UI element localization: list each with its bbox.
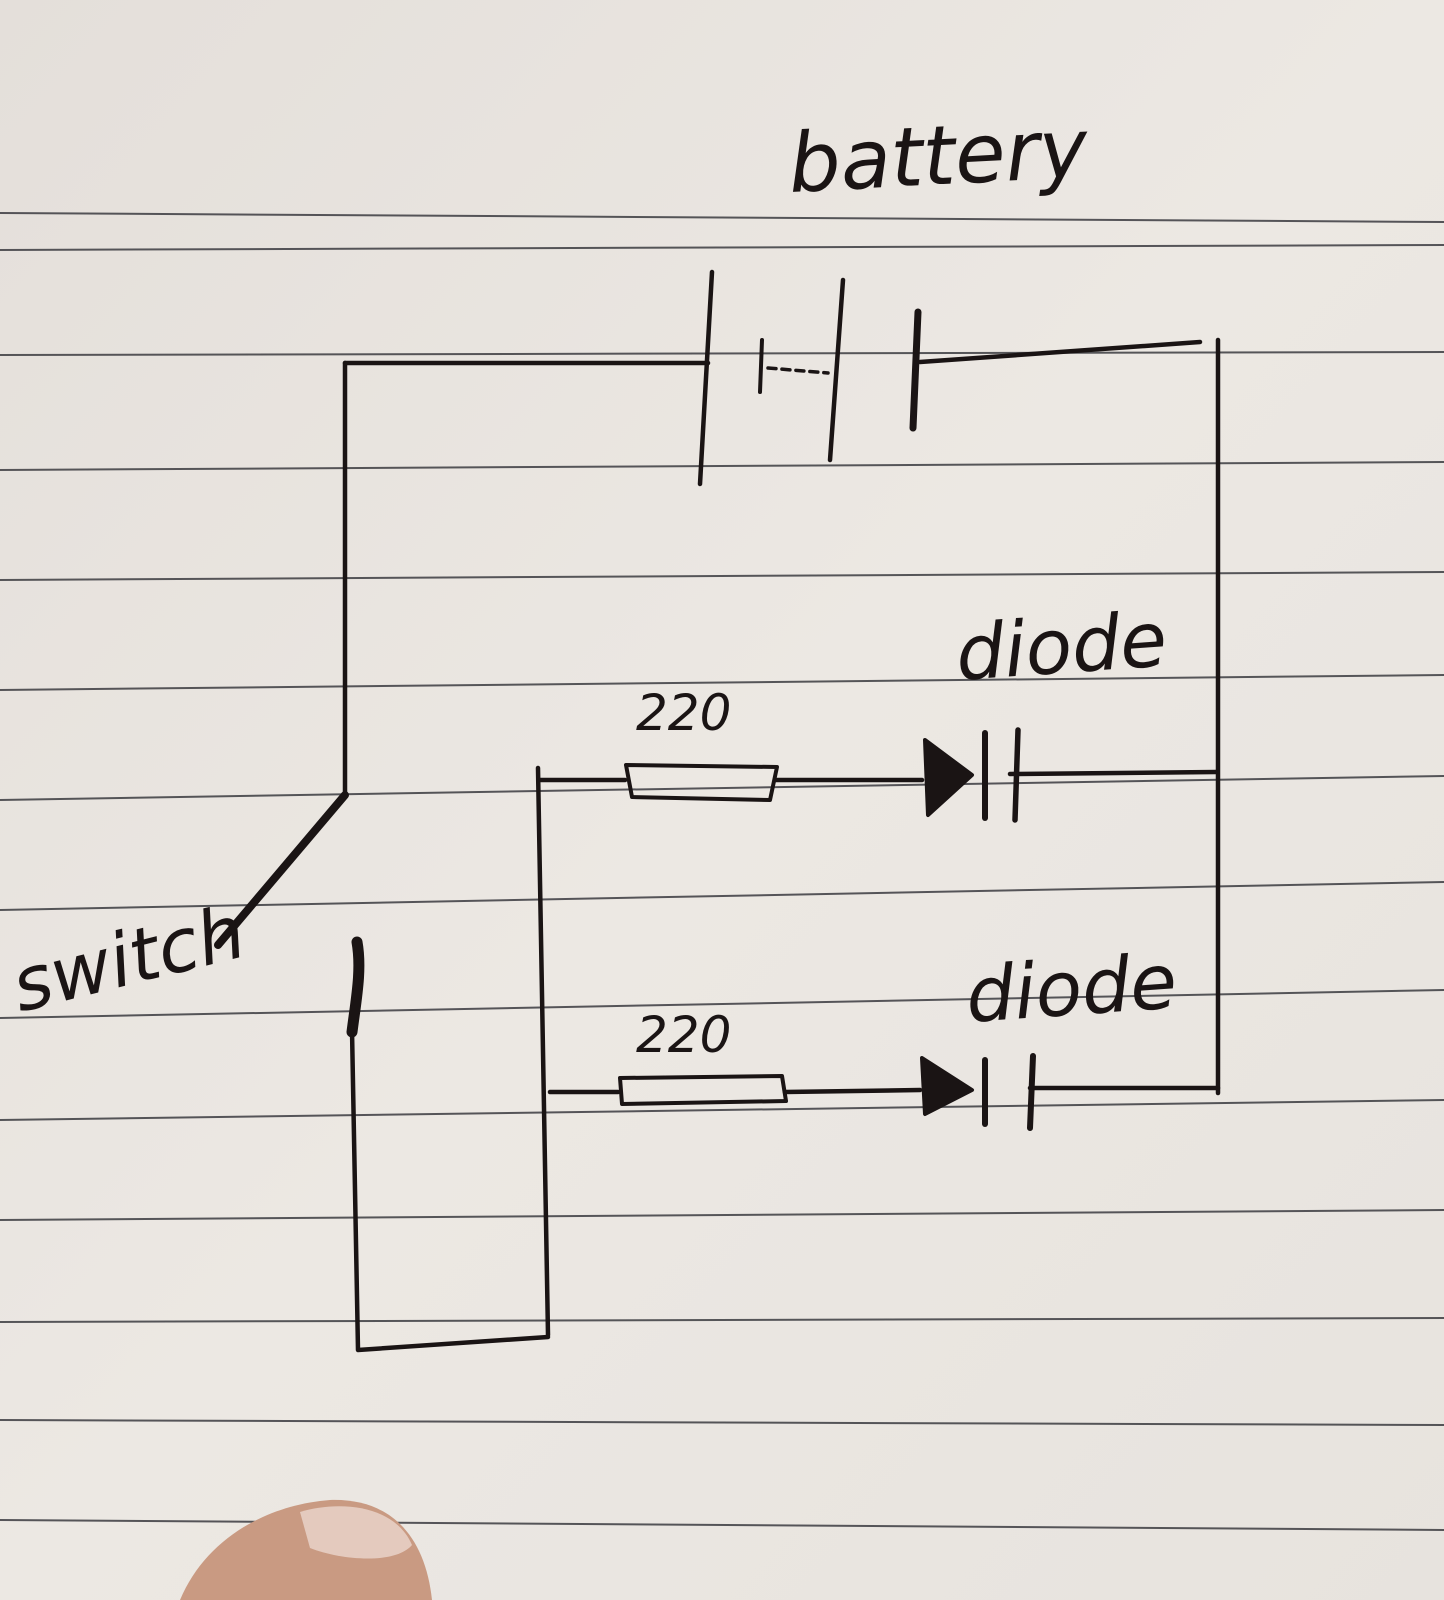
diode-top-label: diode: [953, 594, 1170, 697]
battery-long-plate-2: [827, 277, 846, 463]
ruled-line: [0, 1209, 1444, 1221]
diode-bottom-bar-2: [1027, 1053, 1036, 1131]
battery-symbol: [697, 269, 922, 487]
switch-lever: [214, 791, 349, 949]
battery-label: battery: [786, 101, 1091, 212]
battery-long-plate-1: [697, 269, 715, 487]
ruled-lines: [0, 212, 1444, 1531]
ruled-line: [0, 1317, 1444, 1323]
resistor-bottom-body: [618, 1074, 788, 1106]
ruled-line: [0, 1099, 1444, 1121]
ruled-line: [0, 244, 1444, 251]
wire-branch-bottom-b: [782, 1087, 923, 1095]
diode-top-triangle: [923, 738, 974, 817]
wire-top-right: [917, 339, 1203, 365]
resistor-top-body: [624, 763, 779, 802]
ruled-line: [0, 1519, 1444, 1531]
diode-bottom-label: diode: [963, 936, 1180, 1039]
resistor-top: [624, 763, 779, 802]
ruled-line: [0, 212, 1444, 223]
battery-dashes: [766, 366, 830, 375]
diode-top-bar-2: [1012, 727, 1021, 823]
thumb-photo-artifact: [180, 1499, 432, 1600]
resistor-top-value: 220: [636, 684, 731, 742]
wire-bottom-loop: [349, 1027, 551, 1353]
battery-short-plate-1: [758, 338, 764, 394]
ruled-line: [0, 571, 1444, 581]
circuit-wires: [342, 337, 1221, 1353]
wire-inner-vertical: [535, 765, 551, 1338]
diode-top-symbol: [923, 727, 1021, 823]
ruled-line: [0, 674, 1444, 691]
ruled-line: [0, 351, 1444, 356]
switch-contact: [346, 936, 365, 1038]
ruled-line: [0, 881, 1444, 911]
diode-bottom-symbol: [920, 1053, 1036, 1131]
resistor-bottom-value: 220: [636, 1006, 731, 1064]
battery-short-plate-2: [909, 308, 922, 432]
switch-symbol: [214, 791, 365, 1038]
resistor-bottom: [618, 1074, 788, 1106]
wire-branch-top-c: [1007, 769, 1219, 777]
ruled-line: [0, 989, 1444, 1019]
ruled-line: [0, 461, 1444, 471]
diode-bottom-triangle: [920, 1056, 974, 1116]
ruled-line: [0, 1419, 1444, 1426]
ruled-line: [0, 775, 1444, 801]
thumbnail-nail: [300, 1506, 412, 1559]
